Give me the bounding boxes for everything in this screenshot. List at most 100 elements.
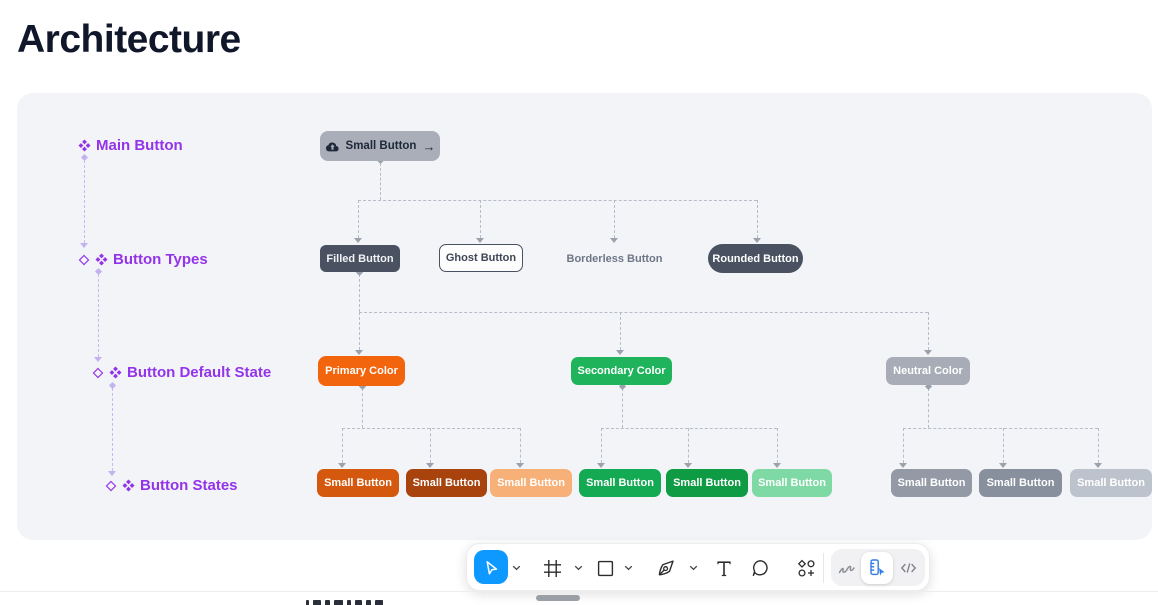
state-button[interactable]: Small Button [579, 469, 661, 497]
button-label: Small Button [758, 477, 826, 489]
frame-icon [543, 559, 561, 577]
code-mode-button[interactable] [897, 558, 919, 578]
state-button[interactable]: Small Button [752, 469, 832, 497]
connector [903, 428, 1098, 429]
connector-arrow [516, 463, 524, 468]
component-icon [95, 253, 108, 266]
connector [620, 312, 621, 350]
button-label: Small Button [897, 477, 966, 489]
button-label: Small Button [412, 477, 481, 489]
tree-label-button-types: Button Types [78, 251, 208, 268]
connector-arrow [426, 463, 434, 468]
scribble-icon [838, 565, 855, 574]
connector [601, 428, 777, 429]
comment-tool-button[interactable] [747, 557, 773, 579]
text-icon [717, 560, 731, 576]
filled-button-node[interactable]: Filled Button [320, 245, 400, 272]
page-title: Architecture [17, 18, 241, 61]
state-button[interactable]: Small Button [979, 469, 1062, 497]
connector [358, 200, 757, 201]
connector [777, 428, 778, 463]
connector-arrow [924, 350, 932, 355]
borderless-button-node[interactable]: Borderless Button [562, 245, 667, 272]
connector-arrow [610, 238, 618, 243]
chevron-down-icon [689, 565, 697, 571]
arrow-right-icon: → [422, 138, 436, 154]
ghost-button-node[interactable]: Ghost Button [439, 244, 523, 272]
button-label: Filled Button [326, 252, 394, 265]
button-label: Small Button [345, 140, 417, 152]
button-label: Rounded Button [712, 252, 799, 265]
connector-arrow [597, 463, 605, 468]
connector-arrow [355, 350, 363, 355]
code-icon [900, 563, 916, 573]
tree-arrow [80, 243, 88, 248]
actions-tool-button[interactable] [793, 557, 819, 579]
button-label: Secondary Color [577, 365, 666, 377]
connector-arrow [338, 463, 346, 468]
main-small-button[interactable]: Small Button → [320, 131, 440, 161]
component-icon [78, 139, 91, 152]
tree-connector [84, 160, 85, 243]
button-label: Neutral Color [893, 365, 963, 377]
chevron-down-icon [574, 565, 582, 571]
connector-arrow [684, 463, 692, 468]
instance-icon [105, 480, 117, 491]
connector-arrow [753, 238, 761, 243]
instance-icon [92, 367, 104, 378]
connector [359, 312, 360, 350]
rounded-button-node[interactable]: Rounded Button [708, 244, 803, 273]
tree-connector [98, 274, 99, 357]
ruler-cursor-icon [869, 559, 885, 576]
connector [903, 428, 904, 463]
instance-icon [78, 254, 90, 265]
connector [1003, 428, 1004, 463]
toolbar-divider [823, 553, 824, 583]
shape-tool-button[interactable] [593, 557, 617, 579]
draw-mode-button[interactable] [836, 558, 856, 578]
connector [622, 388, 623, 428]
pen-tool-chevron[interactable] [687, 562, 699, 574]
frame-tool-chevron[interactable] [572, 562, 584, 574]
button-label: Small Button [324, 477, 392, 489]
frame-tool-button[interactable] [539, 556, 565, 580]
state-button[interactable]: Small Button [317, 469, 399, 497]
tree-label-text: Button States [140, 477, 238, 494]
actions-icon [797, 559, 815, 577]
cloud-upload-icon [325, 142, 339, 151]
neutral-color-node[interactable]: Neutral Color [886, 357, 970, 385]
connector [480, 200, 481, 238]
shape-tool-chevron[interactable] [622, 562, 634, 574]
inspect-mode-button[interactable] [861, 551, 893, 584]
state-button[interactable]: Small Button [666, 469, 748, 497]
connector [358, 200, 359, 238]
state-button[interactable]: Small Button [490, 469, 572, 497]
tree-label-text: Button Types [113, 251, 208, 268]
tree-connector [112, 388, 113, 471]
state-button[interactable]: Small Button [406, 469, 487, 497]
tree-arrow [108, 471, 116, 476]
canvas-toolbar [466, 543, 930, 591]
state-button[interactable]: Small Button [891, 469, 972, 497]
select-tool-chevron[interactable] [510, 562, 522, 574]
horizontal-scrollbar[interactable] [536, 595, 580, 601]
comment-bubble-icon [752, 560, 768, 577]
connector-arrow [773, 463, 781, 468]
select-tool-button[interactable] [474, 550, 508, 584]
connector [688, 428, 689, 463]
mode-switcher [831, 549, 925, 586]
diagram-panel [17, 93, 1152, 540]
connector [342, 428, 520, 429]
pen-tool-button[interactable] [653, 556, 679, 580]
button-label: Small Button [986, 477, 1055, 489]
connector-arrow [1094, 463, 1102, 468]
connector-arrow [999, 463, 1007, 468]
secondary-color-node[interactable]: Secondary Color [571, 357, 672, 385]
page-bottom-divider [0, 591, 1158, 592]
primary-color-node[interactable]: Primary Color [318, 356, 405, 386]
button-label: Small Button [497, 477, 565, 489]
chevron-down-icon [512, 565, 520, 571]
text-tool-button[interactable] [711, 557, 737, 579]
state-button[interactable]: Small Button [1070, 469, 1152, 497]
connector-arrow [354, 238, 362, 243]
